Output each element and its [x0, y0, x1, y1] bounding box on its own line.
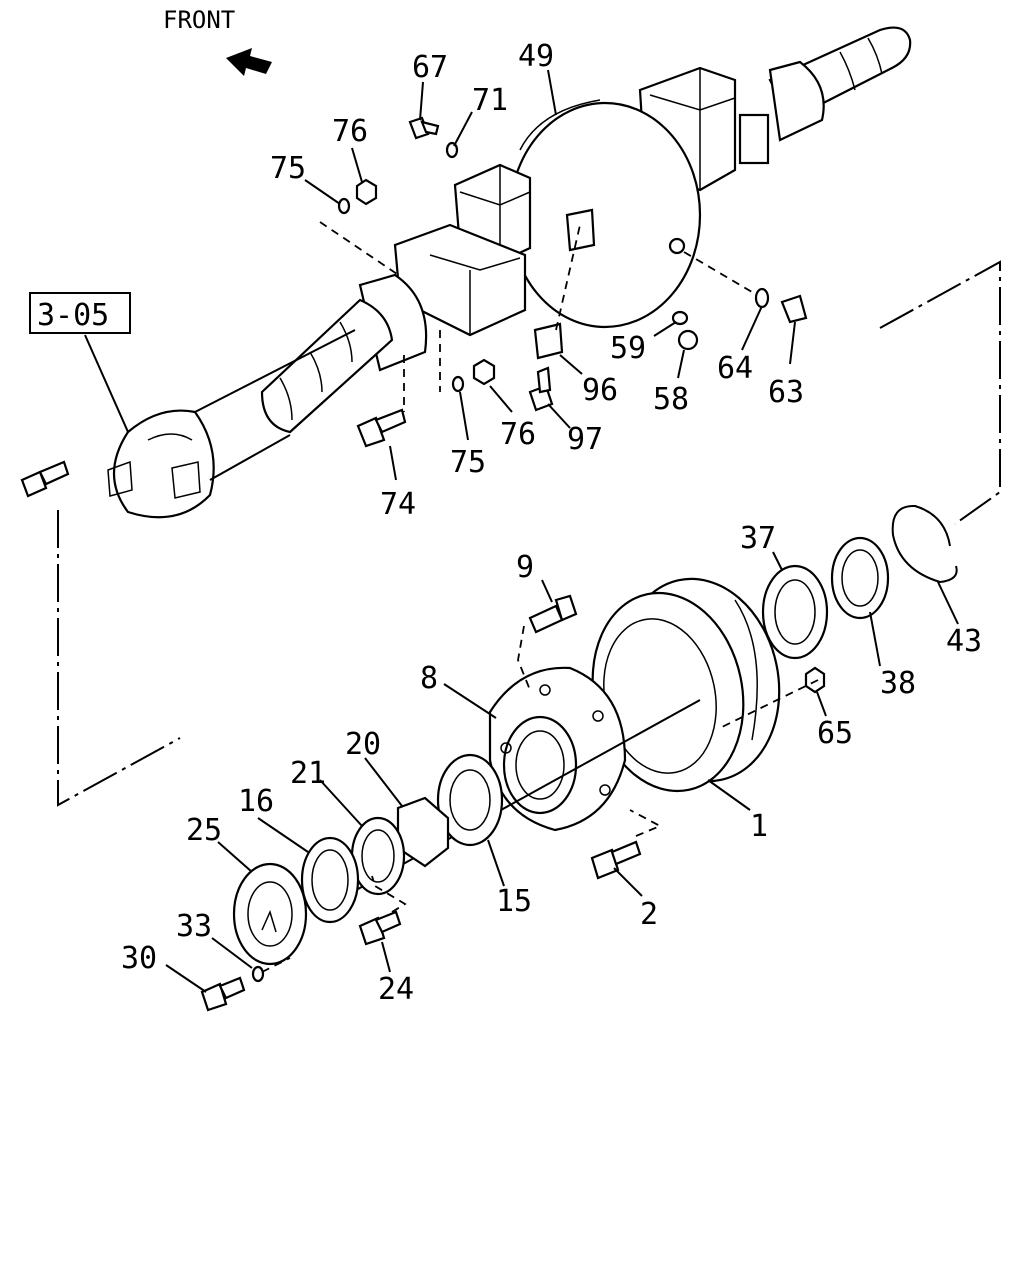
outer-seal	[830, 536, 890, 620]
upper-phantom-lines	[194, 221, 753, 481]
cap-bolt	[200, 976, 246, 1012]
callout-97: 97	[567, 422, 603, 457]
callout-labels: 67 71 49 76 75 74 76 75 97 96 59 58 64 6…	[121, 39, 982, 1007]
front-arrow-icon	[226, 48, 272, 76]
callout-24: 24	[378, 972, 414, 1007]
upper-leader-lines	[304, 69, 796, 481]
retaining-ring	[350, 816, 406, 896]
callout-20: 20	[345, 727, 381, 762]
reference-box-frame	[29, 292, 131, 334]
brake-drum	[591, 577, 781, 793]
cap-washer	[251, 965, 265, 983]
snap-ring	[891, 504, 958, 584]
dust-cover-bolt	[20, 460, 70, 498]
dust-cover	[107, 409, 215, 519]
inner-bearing	[436, 753, 504, 847]
callout-58: 58	[653, 382, 689, 417]
callout-38: 38	[880, 666, 916, 701]
callout-64: 64	[717, 351, 753, 386]
drum-nut	[804, 666, 826, 694]
callout-96: 96	[582, 373, 618, 408]
callout-76-lower: 76	[500, 417, 536, 452]
callout-9: 9	[516, 550, 534, 585]
upper-small-parts	[337, 116, 808, 448]
callout-65: 65	[817, 716, 853, 751]
drum-bolt	[590, 840, 642, 880]
callout-1: 1	[750, 809, 768, 844]
callout-16: 16	[238, 784, 274, 819]
front-label: FRONT	[163, 6, 235, 34]
callout-30: 30	[121, 941, 157, 976]
oil-seal	[300, 836, 360, 924]
callout-71: 71	[472, 83, 508, 118]
callout-33: 33	[176, 909, 212, 944]
callout-49: 49	[518, 39, 554, 74]
lock-bolt	[358, 910, 402, 946]
callout-37: 37	[740, 521, 776, 556]
hub-cap	[232, 862, 308, 966]
outer-bearing	[761, 564, 829, 660]
callout-2: 2	[640, 897, 658, 932]
callout-67: 67	[412, 50, 448, 85]
callout-75-lower: 75	[450, 445, 486, 480]
callout-76-upper: 76	[332, 114, 368, 149]
callout-63: 63	[768, 375, 804, 410]
callout-74: 74	[380, 487, 416, 522]
reference-box-label: 3-05	[37, 298, 109, 333]
callout-59: 59	[610, 331, 646, 366]
axle-housing	[260, 26, 912, 434]
callout-8: 8	[420, 661, 438, 696]
callout-75-upper: 75	[270, 151, 306, 186]
callout-25: 25	[186, 813, 222, 848]
callout-21: 21	[290, 756, 326, 791]
lower-leader-lines	[165, 551, 959, 993]
connector-lines	[57, 260, 1001, 807]
lower-phantom-lines	[261, 625, 819, 973]
hub-stud	[528, 594, 578, 634]
callout-15: 15	[496, 884, 532, 919]
wheel-hub	[488, 666, 627, 832]
callout-43: 43	[946, 624, 982, 659]
